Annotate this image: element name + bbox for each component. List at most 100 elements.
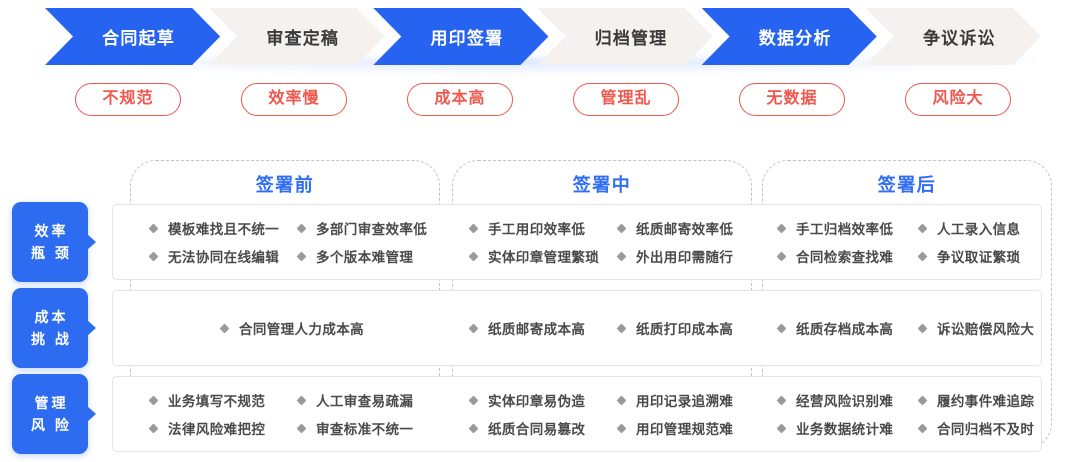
matrix-cell-r1-c1: 模板难找且不统一 多部门审查效率低无法协同在线编辑 多个版本难管理 bbox=[139, 205, 435, 279]
stage-chevron-label: 数据分析 bbox=[758, 29, 832, 48]
stage-chevron-5[interactable]: 数据分析 bbox=[702, 8, 877, 65]
pain-item: 法律风险难把控 bbox=[139, 418, 287, 438]
stage-chevron-6[interactable]: 争议诉讼 bbox=[866, 8, 1041, 65]
triangle-pointer-icon bbox=[87, 320, 96, 336]
column-title-2: 签署中 bbox=[572, 175, 632, 195]
diamond-bullet-icon bbox=[776, 323, 787, 333]
pain-pill-1[interactable]: 不规范 bbox=[75, 82, 181, 116]
column-title-3: 签署后 bbox=[877, 175, 937, 195]
diamond-bullet-icon bbox=[917, 423, 928, 433]
cell-line: 纸质邮寄成本高 纸质打印成本高 bbox=[459, 314, 755, 342]
stage-chevron-4[interactable]: 归档管理 bbox=[537, 8, 712, 65]
pain-item: 合同管理人力成本高 bbox=[210, 318, 364, 338]
diamond-bullet-icon bbox=[148, 251, 159, 261]
pain-item-label: 诉讼赔偿风险大 bbox=[937, 322, 1035, 337]
pain-item-label: 实体印章易伪造 bbox=[488, 394, 586, 409]
pain-point-pill-row: 不规范 效率慢 成本高 管理乱 无数据 风险大 bbox=[45, 78, 1041, 120]
pain-item: 用印管理规范难 bbox=[607, 418, 755, 438]
stage-chevron-1[interactable]: 合同起草 bbox=[45, 8, 220, 65]
diamond-bullet-icon bbox=[616, 395, 627, 405]
cell-line: 手工用印效率低 纸质邮寄效率低 bbox=[459, 214, 755, 242]
pain-item-label: 模板难找且不统一 bbox=[168, 222, 280, 237]
diamond-bullet-icon bbox=[296, 423, 307, 433]
diamond-bullet-icon bbox=[616, 223, 627, 233]
pain-item-label: 多个版本难管理 bbox=[316, 250, 414, 265]
pain-pill-2[interactable]: 效率慢 bbox=[241, 82, 347, 116]
pain-item: 多部门审查效率低 bbox=[287, 218, 435, 238]
pain-item: 人工录入信息 bbox=[908, 218, 1049, 238]
row-label-line: 管理 bbox=[34, 395, 69, 411]
stage-chevron-2[interactable]: 审查定稿 bbox=[209, 8, 384, 65]
pain-item: 业务填写不规范 bbox=[139, 390, 287, 410]
cell-line: 业务数据统计难合同归档不及时 bbox=[767, 414, 1049, 442]
cell-line: 合同检索查找难 争议取证繁琐 bbox=[767, 242, 1049, 270]
pain-item: 经营风险识别难 bbox=[767, 390, 908, 410]
matrix-cell-r3-c3: 经营风险识别难 履约事件难追踪业务数据统计难合同归档不及时 bbox=[767, 377, 1049, 451]
diamond-bullet-icon bbox=[148, 395, 159, 405]
pain-item: 模板难找且不统一 bbox=[139, 218, 287, 238]
cell-line: 纸质存档成本高 诉讼赔偿风险大 bbox=[767, 314, 1049, 342]
pain-item-label: 法律风险难把控 bbox=[168, 422, 266, 437]
diamond-bullet-icon bbox=[776, 251, 787, 261]
row-label-line: 挑 战 bbox=[31, 331, 72, 347]
row-label-tab-2[interactable]: 成本挑 战 bbox=[12, 288, 96, 368]
pain-item-label: 争议取证繁琐 bbox=[937, 250, 1021, 265]
diamond-bullet-icon bbox=[468, 251, 479, 261]
pain-item-label: 纸质打印成本高 bbox=[636, 322, 734, 337]
row-label-tab-1[interactable]: 效率瓶 颈 bbox=[12, 202, 96, 282]
triangle-pointer-icon bbox=[87, 234, 96, 250]
stage-chevron-label: 合同起草 bbox=[102, 29, 175, 48]
diamond-bullet-icon bbox=[616, 323, 627, 333]
stage-chevron-3[interactable]: 用印签署 bbox=[373, 8, 548, 65]
pain-item-label: 手工归档效率低 bbox=[796, 222, 894, 237]
pain-item-label: 多部门审查效率低 bbox=[316, 222, 428, 237]
diamond-bullet-icon bbox=[468, 395, 479, 405]
pain-item-label: 无法协同在线编辑 bbox=[168, 250, 280, 265]
matrix-row-3: 业务填写不规范 人工审查易疏漏法律风险难把控 审查标准不统一 实体印章易伪造 用印记录追… bbox=[112, 376, 1042, 452]
pain-pill-3[interactable]: 成本高 bbox=[407, 82, 513, 116]
row-label-line: 成本 bbox=[34, 309, 69, 325]
matrix-cell-r1-c3: 手工归档效率低人工录入信息合同检索查找难 争议取证繁琐 bbox=[767, 205, 1049, 279]
pain-item-label: 纸质存档成本高 bbox=[796, 322, 894, 337]
row-label-tab-3[interactable]: 管理风 险 bbox=[12, 374, 96, 454]
diamond-bullet-icon bbox=[776, 423, 787, 433]
diamond-bullet-icon bbox=[917, 251, 928, 261]
pain-pill-slot-4: 管理乱 bbox=[543, 78, 709, 120]
matrix-row-2: 合同管理人力成本高 纸质邮寄成本高 纸质打印成本高 纸质存档成本高 诉讼赔偿风险大 bbox=[112, 290, 1042, 366]
pain-item: 合同检索查找难 bbox=[767, 246, 908, 266]
cell-line: 合同管理人力成本高 bbox=[139, 314, 435, 342]
pain-item-label: 纸质邮寄效率低 bbox=[636, 222, 734, 237]
pain-item: 用印记录追溯难 bbox=[607, 390, 755, 410]
diamond-bullet-icon bbox=[148, 423, 159, 433]
matrix-cell-r3-c2: 实体印章易伪造 用印记录追溯难纸质合同易篡改 用印管理规范难 bbox=[459, 377, 755, 451]
cell-line: 实体印章管理繁琐外出用印需随行 bbox=[459, 242, 755, 270]
cell-line: 模板难找且不统一 多部门审查效率低 bbox=[139, 214, 435, 242]
stage-chevron-label: 用印签署 bbox=[430, 29, 504, 48]
pain-item-label: 履约事件难追踪 bbox=[937, 394, 1035, 409]
diamond-bullet-icon bbox=[468, 223, 479, 233]
diamond-bullet-icon bbox=[468, 323, 479, 333]
pain-item-label: 纸质合同易篡改 bbox=[488, 422, 586, 437]
row-label-line: 瓶 颈 bbox=[31, 245, 72, 261]
pain-pill-4[interactable]: 管理乱 bbox=[573, 82, 679, 116]
pain-pill-slot-6: 风险大 bbox=[875, 78, 1041, 120]
matrix-cell-r2-c1: 合同管理人力成本高 bbox=[139, 291, 435, 365]
pain-item-label: 纸质邮寄成本高 bbox=[488, 322, 586, 337]
pain-item: 审查标准不统一 bbox=[287, 418, 435, 438]
pain-item-label: 人工审查易疏漏 bbox=[316, 394, 414, 409]
pain-pill-slot-2: 效率慢 bbox=[211, 78, 377, 120]
pain-pill-6[interactable]: 风险大 bbox=[905, 82, 1011, 116]
pain-item-label: 手工用印效率低 bbox=[488, 222, 586, 237]
cell-line: 经营风险识别难 履约事件难追踪 bbox=[767, 386, 1049, 414]
matrix-row-1: 模板难找且不统一 多部门审查效率低无法协同在线编辑 多个版本难管理 手工用印效率低 纸质… bbox=[112, 204, 1042, 280]
row-label-line: 效率 bbox=[34, 223, 69, 239]
stage-chevron-label: 归档管理 bbox=[594, 29, 668, 48]
matrix-cell-r1-c2: 手工用印效率低 纸质邮寄效率低实体印章管理繁琐外出用印需随行 bbox=[459, 205, 755, 279]
pain-pill-slot-1: 不规范 bbox=[45, 78, 211, 120]
diamond-bullet-icon bbox=[616, 423, 627, 433]
pain-item: 无法协同在线编辑 bbox=[139, 246, 287, 266]
pain-item: 合同归档不及时 bbox=[908, 418, 1049, 438]
diamond-bullet-icon bbox=[776, 223, 787, 233]
diamond-bullet-icon bbox=[148, 223, 159, 233]
pain-pill-5[interactable]: 无数据 bbox=[739, 82, 845, 116]
